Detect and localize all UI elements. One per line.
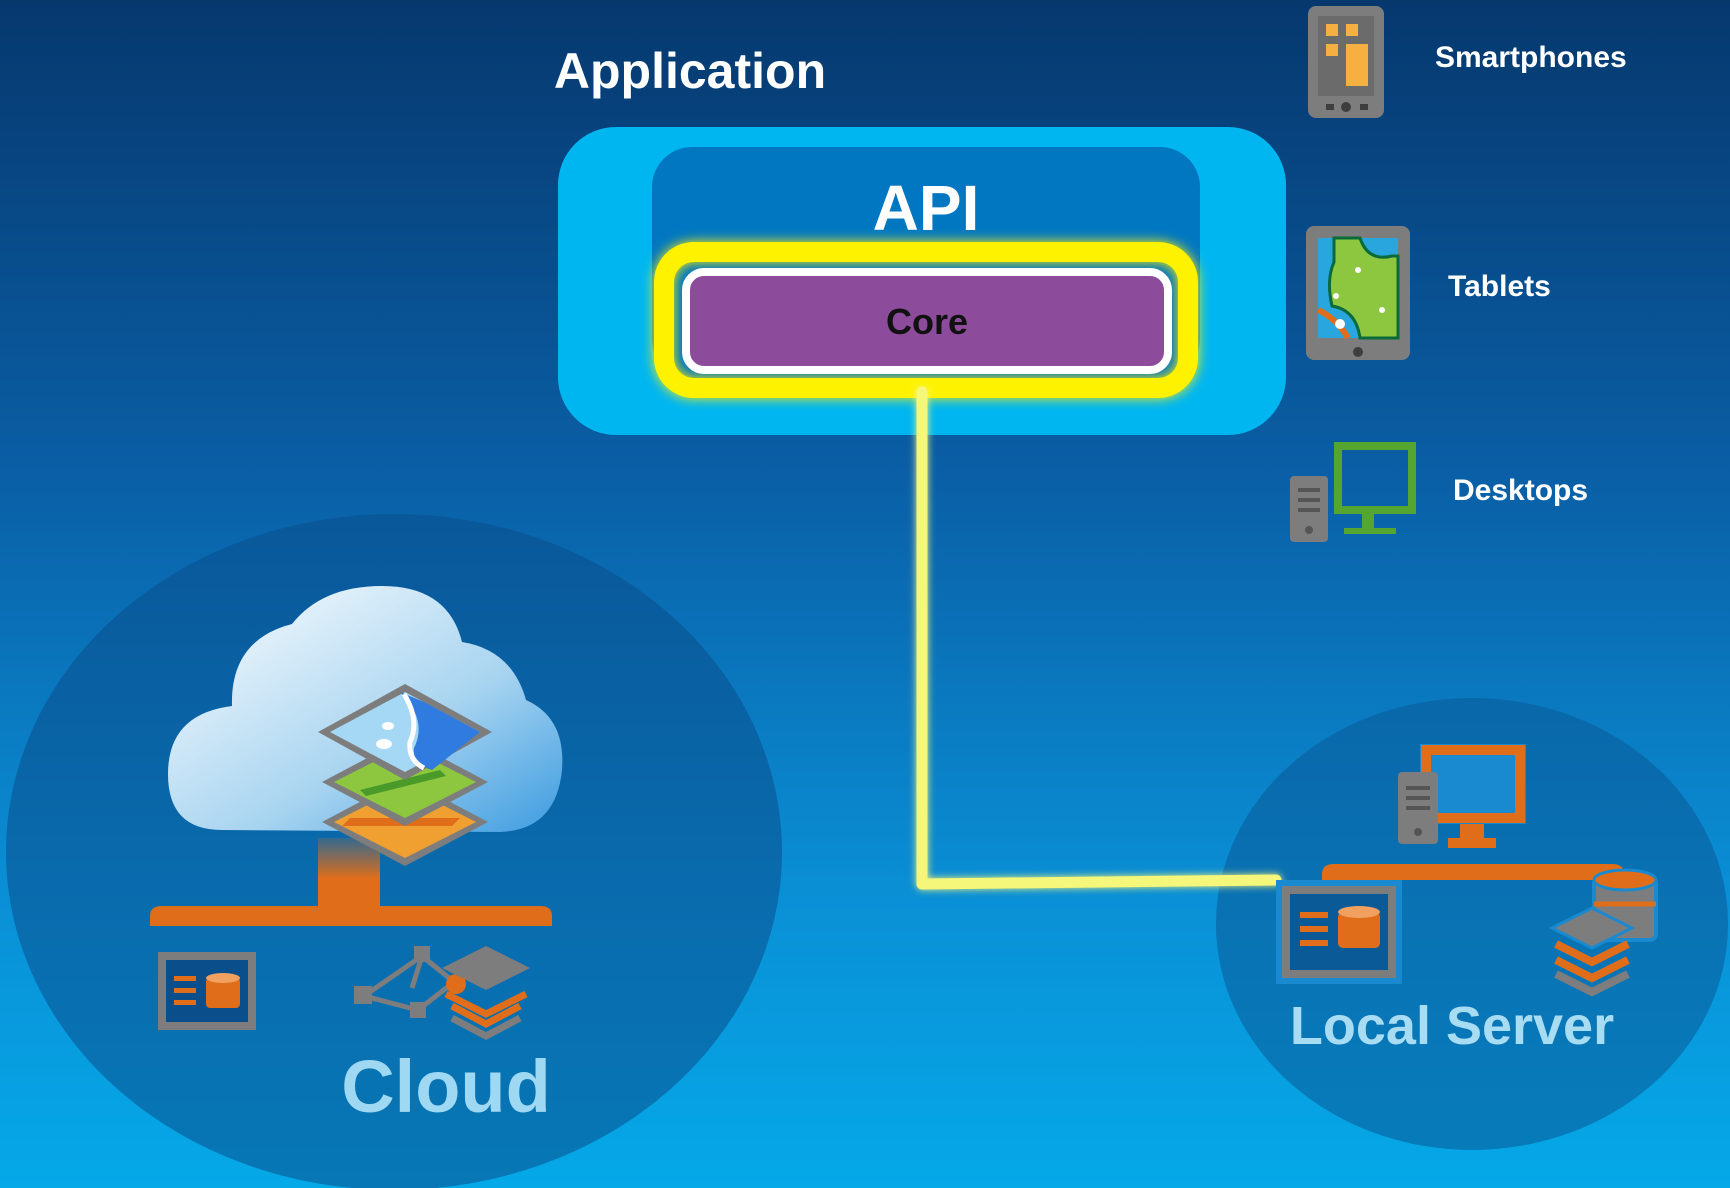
cloud-label: Cloud [341, 1045, 551, 1128]
device-label-tablets: Tablets [1448, 270, 1551, 303]
desktop-icon [1290, 442, 1416, 542]
local-data-layers-icon [1548, 868, 1658, 997]
device-label-desktops: Desktops [1453, 474, 1588, 507]
network-layers-icon [354, 946, 530, 1040]
connector-lines [556, 386, 1282, 890]
server-database-icon [158, 952, 256, 1030]
map-layers-icon [318, 684, 492, 866]
local-server-label: Local Server [1290, 996, 1614, 1056]
api-label: API [873, 172, 980, 244]
device-label-smartphones: Smartphones [1435, 41, 1627, 74]
local-server-region [1216, 698, 1728, 1150]
core-module[interactable]: Core [654, 242, 1198, 398]
api-container: API Core [558, 127, 1286, 435]
local-server-database-icon [1276, 880, 1402, 984]
application-title: Application [554, 43, 826, 99]
smartphone-icon [1308, 6, 1384, 118]
local-desktop-icon [1322, 744, 1624, 880]
tablet-icon [1306, 226, 1410, 360]
core-label: Core [886, 301, 968, 342]
